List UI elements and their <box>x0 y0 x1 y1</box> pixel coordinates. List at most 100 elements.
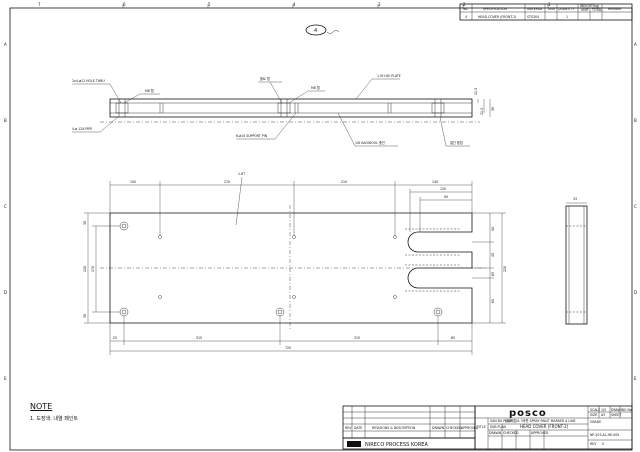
parts-header-weight: WEIGHT(kg) <box>580 4 599 8</box>
col-marker: 1 <box>548 2 551 7</box>
rev-value: 0 <box>602 442 604 446</box>
parts-row-spec: HEAD COVER (FRONT-2) <box>478 15 516 19</box>
col-marker: 7 <box>38 2 41 7</box>
parts-header-no: No. <box>463 7 468 11</box>
row-marker: D <box>634 290 637 295</box>
cell-drawn: DRAWN <box>489 431 502 435</box>
top-dim-210: 210 <box>341 180 347 184</box>
company-logo: posco <box>509 408 547 419</box>
parts-header-material: MATERIAL <box>527 7 543 11</box>
row-marker: B <box>634 118 637 123</box>
column-markers: 7 6 5 4 3 2 1 <box>38 2 551 8</box>
rev-header-drawn: DRAWN <box>432 426 445 430</box>
row-marker: E <box>634 376 637 381</box>
callout-bolt-tap: 볼트 탭 <box>260 76 270 81</box>
bottom-dim-720: 720 <box>285 346 291 350</box>
parts-header-remark: REMARK <box>608 7 622 11</box>
bottom-dim-315b: 315 <box>354 336 360 340</box>
title-block: posco TITLE SAN BU PLAN SUB PLAN 광양제철소 3… <box>474 405 633 450</box>
hole-mark: 1.6T <box>238 172 245 176</box>
top-dim-120: 120 <box>440 187 446 191</box>
row-marker: A <box>634 42 637 47</box>
row-markers: A B C D E A B C D E <box>4 42 637 381</box>
note-line-1: 1. 도장색: 내열 페인트 <box>30 416 79 422</box>
right-dim-220: 220 <box>503 266 507 272</box>
end-view-dim: 33 <box>573 197 577 201</box>
size-label: SIZE <box>590 413 597 417</box>
callout-weld: 절단 용접 <box>450 140 463 145</box>
left-dim-170: 170 <box>91 266 95 272</box>
callout-support-pin: 6-ø10 SUPPORT PIN <box>236 134 268 138</box>
rev-header-rev: REV <box>345 426 352 430</box>
side-view: 11.5 21.5 30 <box>100 88 495 123</box>
col-marker: 5 <box>208 2 211 7</box>
scale-value: 1/5 <box>601 408 606 412</box>
cell-approved: APPROVED <box>531 431 549 435</box>
rev-label: REV <box>590 442 597 446</box>
end-view: 33 <box>565 197 588 325</box>
size-value: A3 <box>601 413 605 417</box>
right-dim-65a: 65 <box>491 272 495 276</box>
callout-tap2: M8 탭 <box>311 85 320 90</box>
sheet-label: SHEET <box>611 413 621 417</box>
rev-header-checked: CHECKED <box>446 426 462 430</box>
callout-pipe: 4-ø 12A PIPE <box>72 127 92 131</box>
col-marker: 6 <box>123 2 126 7</box>
project-title: 광양제철소 3후판 SPRAY PAINT MARKER A LINE <box>505 418 575 423</box>
right-dim-65b: 65 <box>491 299 495 303</box>
row-marker: C <box>4 204 7 209</box>
bottom-dim-315a: 315 <box>196 336 202 340</box>
parts-row-quantity: 1 <box>566 15 568 19</box>
note-title: NOTE <box>30 402 53 411</box>
left-dim-30a: 30 <box>83 221 87 225</box>
balloon-number: 4 <box>314 28 317 34</box>
row-marker: C <box>634 204 637 209</box>
left-dim-120: 120 <box>83 266 87 272</box>
side-dim-h3: 30 <box>491 107 495 111</box>
col-marker: 3 <box>378 2 381 7</box>
right-dim-40a: 40 <box>491 227 495 231</box>
callout-plate: 1.5t HGI PLATE <box>377 74 401 78</box>
bottom-dim-25: 25 <box>113 336 117 340</box>
row-marker: B <box>4 118 7 123</box>
outer-frame <box>9 7 633 451</box>
side-view-callouts: 2x4-ø12 HOLE THRU M8 탭 4-ø 12A PIPE 볼트 탭… <box>72 74 470 147</box>
rev-header-desc: REVISIONS & DESCRIPTION <box>372 426 416 430</box>
top-dim-100: 100 <box>130 180 136 184</box>
parts-row-no: 4 <box>465 15 467 19</box>
right-dim-40b: 40 <box>491 253 495 257</box>
drawing-no: NP-203-AL-HE-005 <box>590 433 619 437</box>
cell-checked: CHECKED <box>503 431 519 435</box>
parts-row-material: STS304 <box>527 15 539 19</box>
grade-label: GRADE <box>590 420 601 424</box>
parts-header-unit: UNIT <box>548 7 556 11</box>
drawing-no-label: DRAWING No. <box>611 408 633 412</box>
top-dim-140: 140 <box>432 180 438 184</box>
notes: NOTE 1. 도장색: 내열 페인트 <box>30 402 78 422</box>
callout-tap: M8 탭 <box>145 88 154 93</box>
scale-label: SCALE <box>590 408 600 412</box>
part-title: HEAD COVER (FRONT-2) <box>520 424 569 429</box>
row-marker: A <box>4 42 7 47</box>
rev-header-approved: APPROVED <box>461 426 479 430</box>
vendor-logo <box>347 441 361 447</box>
parts-list-table: No. SPECIFICATION MATERIAL UNIT QUANTITY… <box>459 3 633 21</box>
row-marker: D <box>4 290 7 295</box>
side-dim-h1: 11.5 <box>474 88 478 95</box>
parts-header-weight-total: TOTAL <box>591 8 602 12</box>
callout-hole-thru: 2x4-ø12 HOLE THRU <box>72 79 105 83</box>
side-dim-h2: 21.5 <box>480 108 484 115</box>
left-dim-30b: 30 <box>83 314 87 318</box>
row-marker: E <box>4 376 7 381</box>
project-label-2: SUB PLAN <box>490 425 507 429</box>
bottom-dim-65: 65 <box>451 336 455 340</box>
top-dim-270: 270 <box>224 180 230 184</box>
col-marker: 2 <box>463 2 466 7</box>
part-balloon: 4 <box>305 24 340 36</box>
rev-header-date: DATE <box>354 426 362 430</box>
top-dim-90: 90 <box>444 195 448 199</box>
parts-header-spec: SPECIFICATION <box>483 7 507 11</box>
vendor-name: NIRECO PROCESS KOREA <box>365 442 428 448</box>
project-label-1: SAN BU PLAN <box>490 419 512 423</box>
